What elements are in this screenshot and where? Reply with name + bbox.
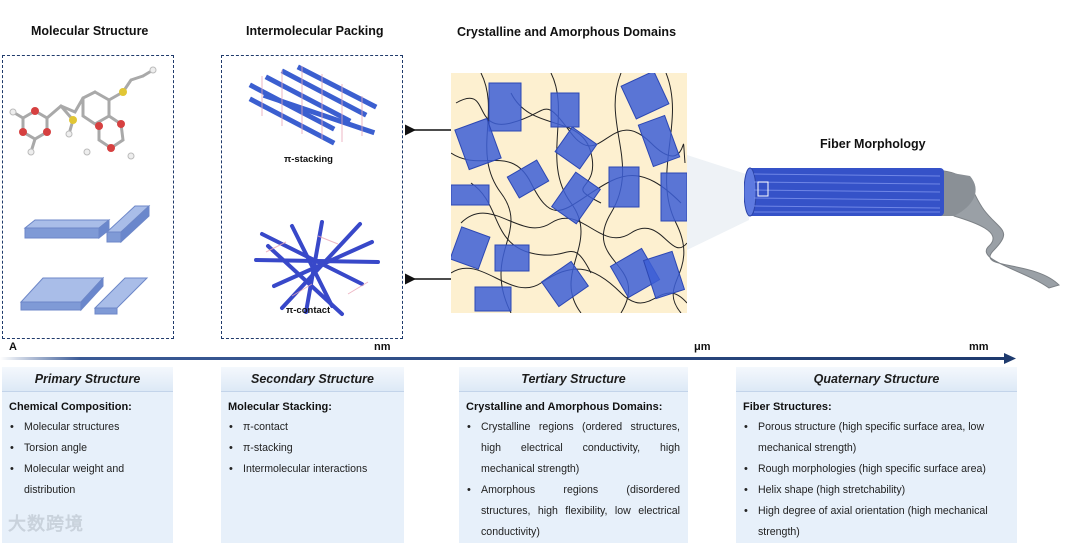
- list-item: Torsion angle: [9, 438, 165, 459]
- scale-label-nm: nm: [374, 341, 391, 353]
- card-subheading: Molecular Stacking:: [228, 401, 332, 413]
- molecule-illustration: [9, 66, 157, 315]
- list-item: Molecular weight and distribution: [9, 459, 165, 501]
- pi-contact-illustration: [254, 220, 380, 316]
- watermark: 大数跨境: [8, 514, 84, 534]
- length-scale-axis: [0, 353, 1016, 364]
- list-item: High degree of axial orientation (high m…: [743, 501, 1009, 543]
- card-heading: Quaternary Structure: [736, 367, 1017, 392]
- card-list: Molecular structures Torsion angle Molec…: [2, 417, 173, 501]
- slab-top: [23, 204, 151, 244]
- list-item: Amorphous regions (disordered structures…: [466, 480, 680, 543]
- scale-label-angstrom: A: [9, 341, 17, 353]
- card-heading: Tertiary Structure: [459, 367, 688, 392]
- intermolecular-packing-title: Intermolecular Packing: [246, 24, 384, 38]
- slab-bottom: [19, 276, 149, 315]
- list-item: Rough morphologies (high specific surfac…: [743, 459, 1009, 480]
- list-item: Helix shape (high stretchability): [743, 480, 1009, 501]
- secondary-structure-card: Secondary Structure Molecular Stacking: …: [221, 367, 404, 543]
- card-heading: Primary Structure: [2, 367, 173, 392]
- fiber-morphology-title: Fiber Morphology: [820, 137, 926, 151]
- domains-title: Crystalline and Amorphous Domains: [457, 25, 677, 39]
- card-heading: Secondary Structure: [221, 367, 404, 392]
- zoom-cone: [687, 155, 749, 250]
- tertiary-structure-card: Tertiary Structure Crystalline and Amorp…: [459, 367, 688, 543]
- domains-panel: [449, 70, 688, 314]
- card-list: π-contact π-stacking Intermolecular inte…: [221, 417, 404, 480]
- scale-label-mm: mm: [969, 341, 989, 353]
- list-item: Porous structure (high specific surface …: [743, 417, 1009, 459]
- quaternary-structure-card: Quaternary Structure Fiber Structures: P…: [736, 367, 1017, 543]
- list-item: π-contact: [228, 417, 396, 438]
- molecular-structure-title: Molecular Structure: [31, 24, 149, 38]
- card-subheading: Chemical Composition:: [9, 401, 132, 413]
- list-item: π-stacking: [228, 438, 396, 459]
- card-list: Crystalline regions (ordered structures,…: [459, 417, 688, 543]
- pi-stacking-label: π-stacking: [284, 154, 333, 165]
- card-subheading: Fiber Structures:: [743, 401, 832, 413]
- list-item: Molecular structures: [9, 417, 165, 438]
- list-item: Intermolecular interactions: [228, 459, 396, 480]
- domains-illustration: [449, 70, 688, 314]
- molecular-structure-panel: [2, 55, 174, 339]
- primary-structure-card: Primary Structure Chemical Composition: …: [2, 367, 173, 543]
- card-list: Porous structure (high specific surface …: [736, 417, 1017, 543]
- card-subheading: Crystalline and Amorphous Domains:: [466, 401, 663, 413]
- fiber-illustration: [744, 167, 1060, 289]
- intermolecular-packing-panel: [221, 55, 403, 339]
- list-item: Crystalline regions (ordered structures,…: [466, 417, 680, 480]
- scale-label-um: μm: [694, 341, 711, 353]
- pi-contact-label: π-contact: [286, 305, 331, 316]
- pi-stacking-illustration: [248, 64, 380, 316]
